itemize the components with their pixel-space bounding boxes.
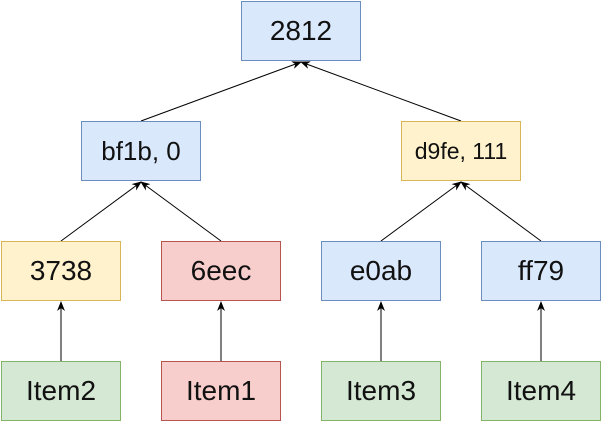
leaf-node-4: Item4 (481, 361, 601, 421)
edge-l2d-to-l1b (460, 181, 542, 242)
leaf-node-3: Item3 (321, 361, 441, 421)
level1-node-right: d9fe, 111 (401, 121, 521, 181)
level2-node-3: e0ab (321, 241, 441, 301)
root-node: 2812 (241, 1, 361, 61)
level1-node-left: bf1b, 0 (81, 121, 201, 181)
leaf-node-1: Item2 (1, 361, 121, 421)
leaf-node-2: Item1 (161, 361, 281, 421)
level2-node-1: 3738 (1, 241, 121, 301)
edge-l2b-to-l1a (140, 181, 222, 242)
edge-l2a-to-l1a (60, 181, 142, 242)
edge-l2c-to-l1b (380, 181, 462, 242)
edge-l1a-to-root (140, 61, 302, 122)
level2-node-4: ff79 (481, 241, 601, 301)
level2-node-2: 6eec (161, 241, 281, 301)
edge-l1b-to-root (300, 61, 462, 122)
